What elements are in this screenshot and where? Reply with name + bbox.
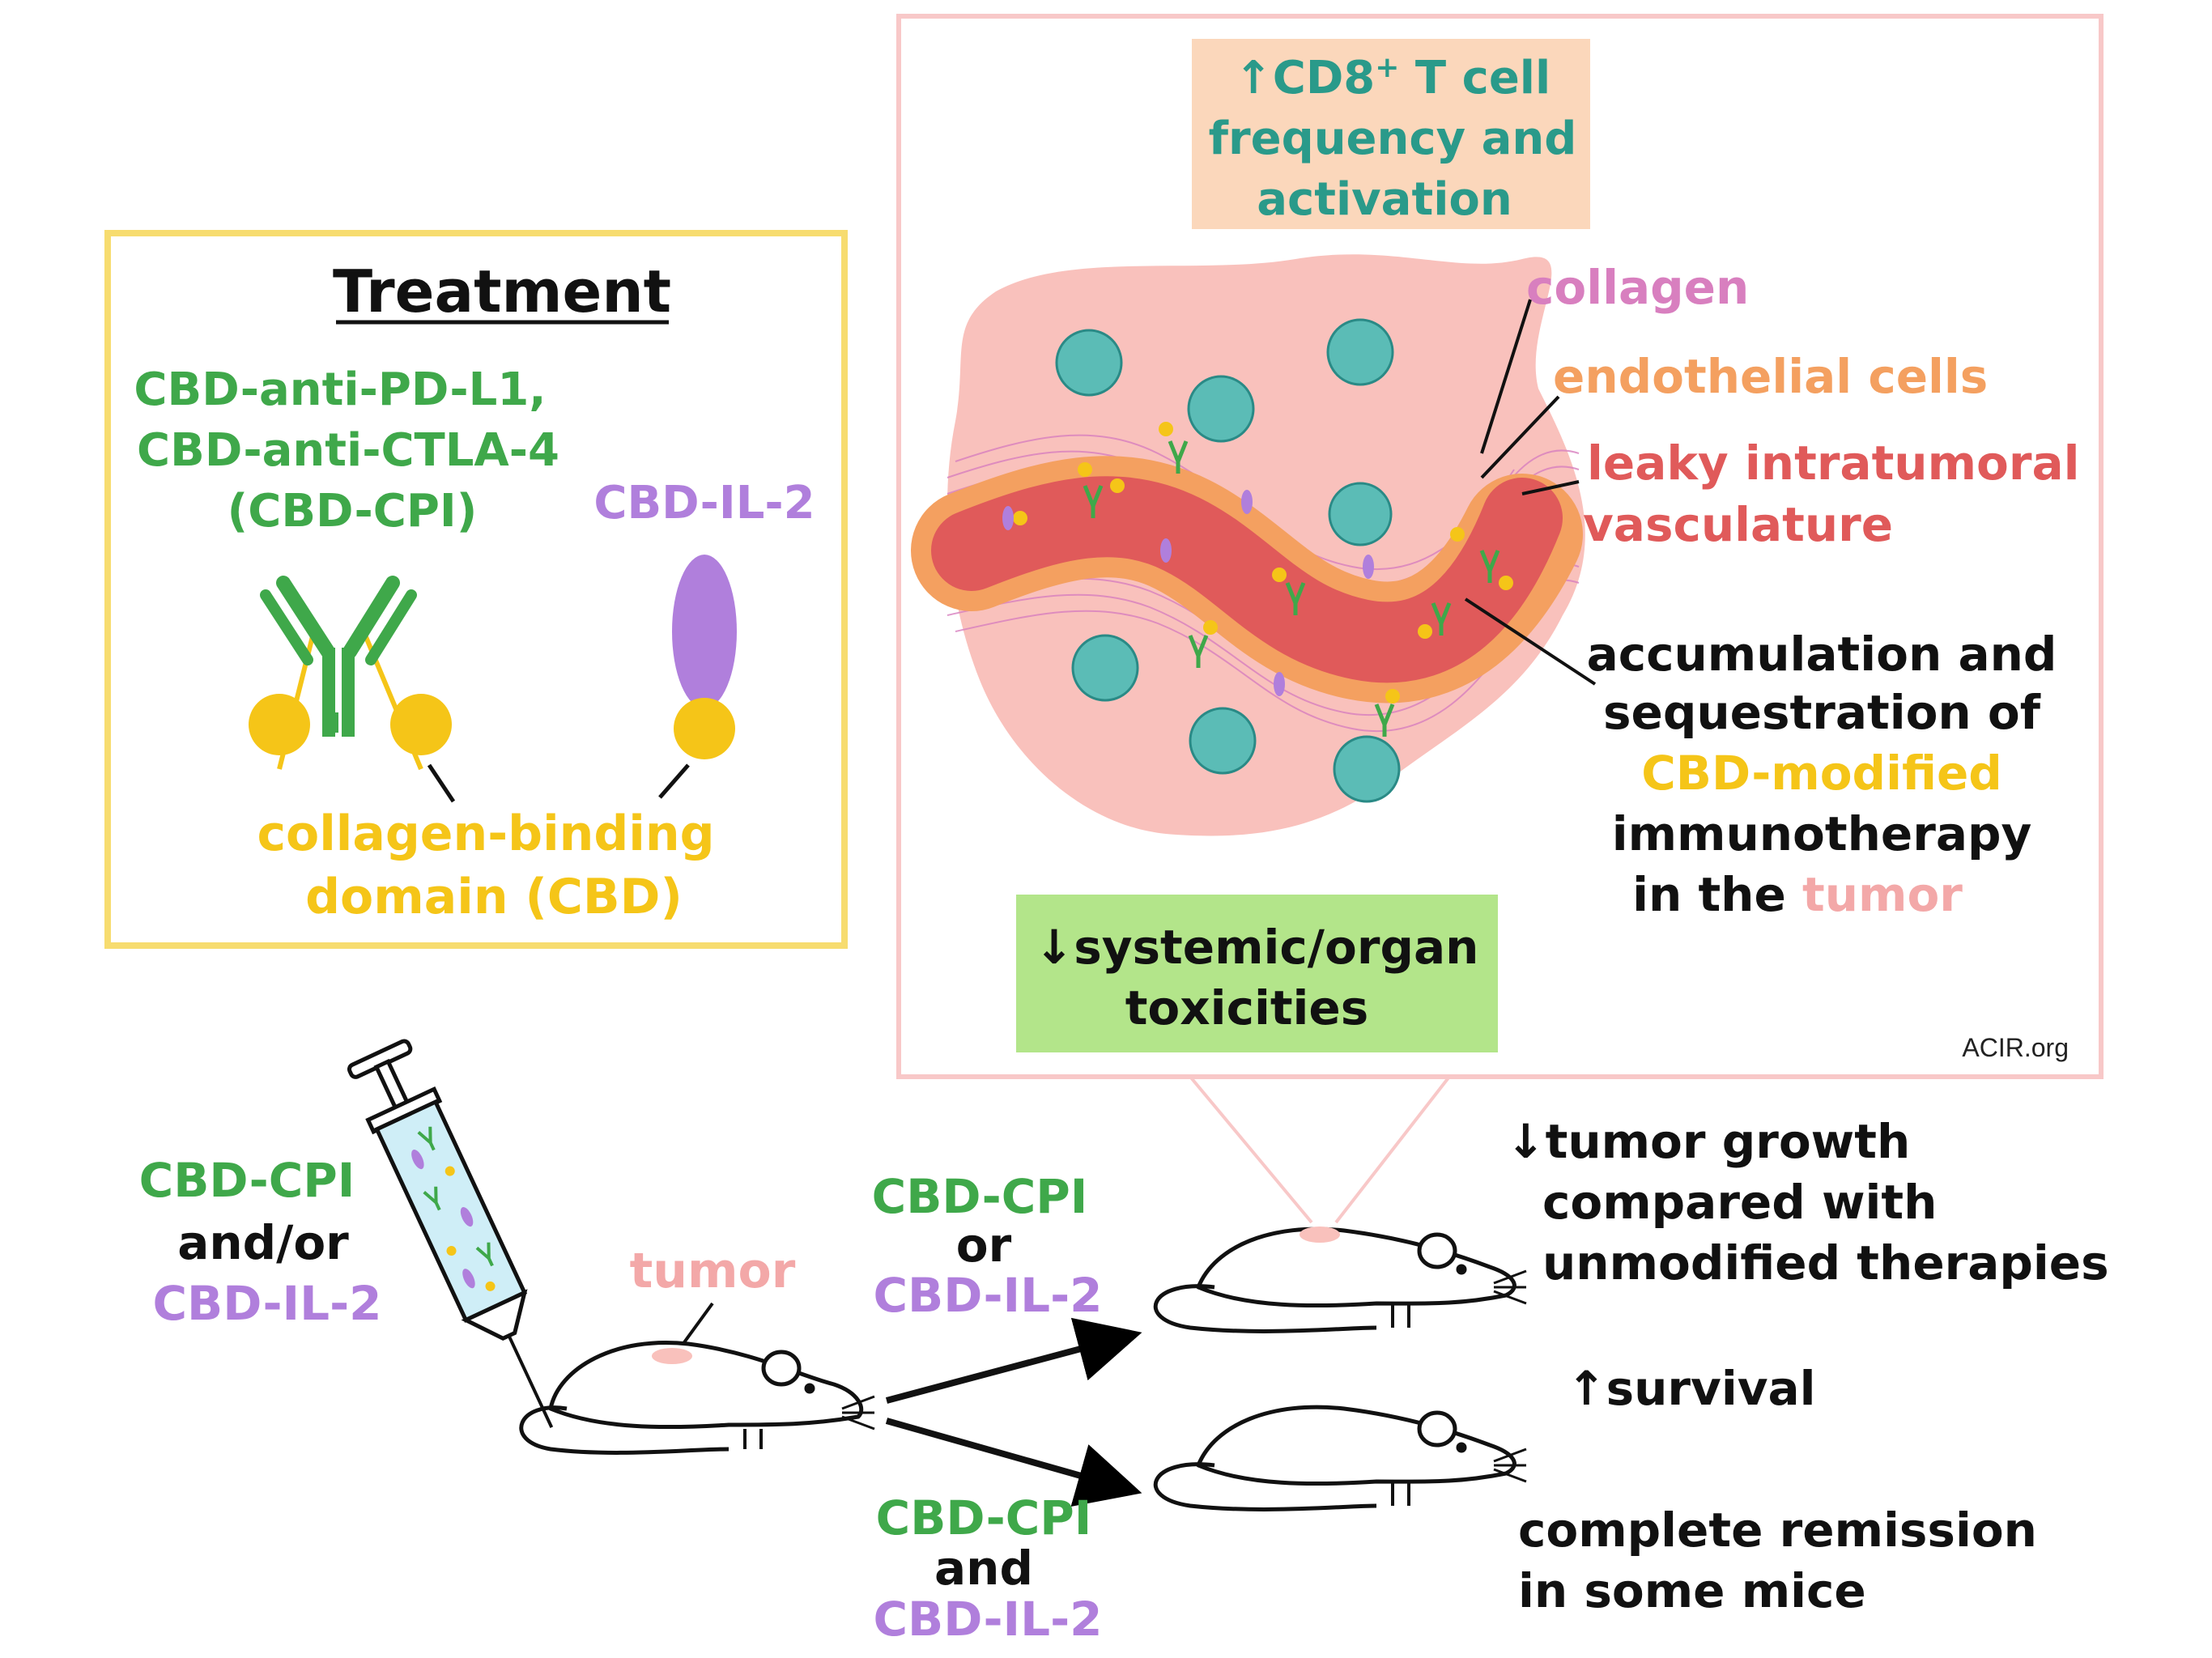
treatment-title: Treatment <box>333 257 671 325</box>
cbd-label-line1: collagen-binding <box>257 806 714 862</box>
cd8-line2: frequency and <box>1209 113 1577 165</box>
accum-line4: immunotherapy <box>1612 806 2032 861</box>
cpi-label-line3: (CBD-CPI) <box>228 485 478 538</box>
collagen-pointer <box>1480 299 1532 454</box>
t-cell <box>1189 707 1257 775</box>
outcome2-line2: in some mice <box>1518 1563 1866 1618</box>
toxicity-line1: ↓systemic/organ <box>1035 920 1479 975</box>
upper-line1: CBD-CPI <box>872 1169 1088 1224</box>
outcome1-line3: unmodified therapies <box>1542 1235 2109 1290</box>
cd8-line1: ↑CD8+ T cell <box>1235 51 1551 104</box>
t-cell <box>1071 634 1139 702</box>
outcome1-line1: ↓tumor growth <box>1506 1114 1910 1169</box>
outcome2-line1: complete remission <box>1518 1503 2037 1558</box>
tumor-spot <box>652 1348 692 1364</box>
zoom-line-right <box>1334 1075 1451 1224</box>
t-cell <box>1187 375 1255 443</box>
tumor-pointer <box>678 1302 714 1350</box>
cpi-label-line1: CBD-anti-PD-L1, <box>134 363 546 416</box>
inject-line1: CBD-CPI <box>139 1153 355 1208</box>
toxicity-line2: toxicities <box>1125 980 1369 1035</box>
mouse-upper-icon <box>1153 1226 1527 1333</box>
arrow-to-lower-mouse <box>885 1418 1142 1507</box>
tumor-label: tumor <box>630 1243 796 1299</box>
upper-line3: CBD-IL-2 <box>873 1268 1102 1323</box>
mouse-treated-icon <box>519 1341 875 1455</box>
cbd-label-line2: domain (CBD) <box>305 869 683 925</box>
leaky-label-line1: leaky intratumoral <box>1587 436 2080 491</box>
il2-molecules <box>1002 490 1374 696</box>
cbd-dots <box>1013 422 1513 704</box>
upper-line2: or <box>956 1218 1012 1273</box>
leaky-label-line2: vasculature <box>1583 497 1893 552</box>
accumulation-pointer <box>1464 597 1597 686</box>
cd8-box <box>1192 39 1590 229</box>
cd8-line3: activation <box>1257 173 1512 226</box>
acir-credit: ACIR.org <box>1962 1033 2069 1062</box>
toxicity-box <box>1016 895 1498 1052</box>
tumor-spot <box>1300 1226 1340 1243</box>
syringe-icon <box>347 1039 554 1428</box>
antibody-icon <box>249 576 452 771</box>
cpi-label-line2: CBD-anti-CTLA-4 <box>137 424 559 477</box>
cbd-pointer-left <box>427 763 456 803</box>
accum-line1: accumulation and <box>1587 627 2057 682</box>
endothelial-label: endothelial cells <box>1553 349 1988 404</box>
zoom-line-left <box>1189 1075 1313 1224</box>
blood-vessel <box>931 476 1563 683</box>
t-cell <box>1333 735 1401 803</box>
outcome1-line2: compared with <box>1542 1175 1937 1230</box>
accum-line2: sequestration of <box>1603 685 2041 740</box>
il2-icon <box>672 555 737 759</box>
t-cell <box>1328 482 1393 546</box>
lower-line1: CBD-CPI <box>876 1490 1092 1545</box>
t-cell <box>1326 318 1394 386</box>
tumor-panel: ↑CD8+ T cell frequency and activation <box>896 14 2104 1079</box>
inject-line2: and/or <box>177 1215 349 1270</box>
accum-line5: in the tumor <box>1632 867 1963 922</box>
mouse-lower-icon <box>1153 1405 1527 1511</box>
treatment-panel: Treatment CBD-anti-PD-L1, CBD-anti-CTLA-… <box>104 230 848 949</box>
lower-line3: CBD-IL-2 <box>873 1592 1102 1647</box>
t-cells <box>1055 318 1401 803</box>
collagen-label: collagen <box>1526 260 1749 315</box>
survival-label: ↑survival <box>1567 1361 1816 1416</box>
vasculature-pointer <box>1521 480 1580 495</box>
cbd-pointer-right <box>658 763 690 799</box>
t-cell <box>1055 329 1123 397</box>
lower-line2: and <box>934 1541 1033 1596</box>
accum-line3: CBD-modified <box>1641 746 2002 801</box>
il2-label: CBD-IL-2 <box>593 477 815 529</box>
inject-line3: CBD-IL-2 <box>152 1276 381 1331</box>
arrow-to-upper-mouse <box>885 1317 1142 1404</box>
bound-antibodies <box>1083 440 1500 737</box>
endothelial-pointer <box>1480 395 1560 479</box>
